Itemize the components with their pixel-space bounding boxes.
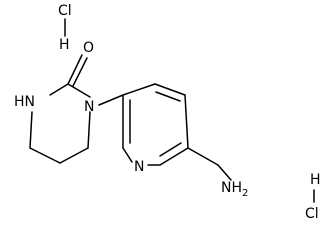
py-bond-n-c2a <box>122 147 133 163</box>
bond-ch2-n <box>217 164 232 181</box>
urea-nh-label: HN <box>14 94 35 110</box>
bond-c5-ch2 <box>187 147 219 166</box>
bond-c2-n1 <box>67 83 91 98</box>
pyrimidinone-ring: O HN N <box>14 40 94 164</box>
py-bond-c5-c6-inner <box>159 142 182 157</box>
hcl-bottom: H Cl <box>305 172 321 222</box>
bond-c4-nh <box>29 111 33 149</box>
aminomethyl-group: NH2 <box>187 147 248 199</box>
bond-n1-pyridine <box>98 94 124 106</box>
hcl-top-cl-label: Cl <box>58 3 72 19</box>
hcl-bottom-h-label: H <box>310 172 321 188</box>
bond-c5-c4 <box>29 147 61 164</box>
structure-canvas: Cl H O HN N N NH2 <box>14 3 321 222</box>
py-bond-c5-c6 <box>159 147 189 166</box>
urea-n-label: N <box>84 99 94 115</box>
py-bond-c2-c3 <box>122 83 156 96</box>
carbonyl-o-label: O <box>83 40 94 56</box>
hcl-bottom-cl-label: Cl <box>305 206 319 222</box>
amine-label: NH2 <box>221 180 248 199</box>
pyridine-ring: N <box>122 83 189 175</box>
bond-n1-c6 <box>87 111 91 149</box>
carbonyl-bond-b <box>72 57 88 87</box>
bond-c6-c5 <box>59 147 89 164</box>
hcl-top-h-label: H <box>59 37 70 53</box>
bond-nh-c2 <box>49 83 69 96</box>
py-bond-c3-c4 <box>154 83 186 96</box>
hcl-top: Cl H <box>58 3 72 53</box>
py-bond-c3-c4-inner <box>155 91 181 102</box>
chemical-structure: Cl H O HN N N NH2 <box>14 3 321 222</box>
pyridine-n-label: N <box>134 159 144 175</box>
carbonyl-bond-a <box>67 54 83 85</box>
py-bond-c4-c5 <box>184 94 189 149</box>
